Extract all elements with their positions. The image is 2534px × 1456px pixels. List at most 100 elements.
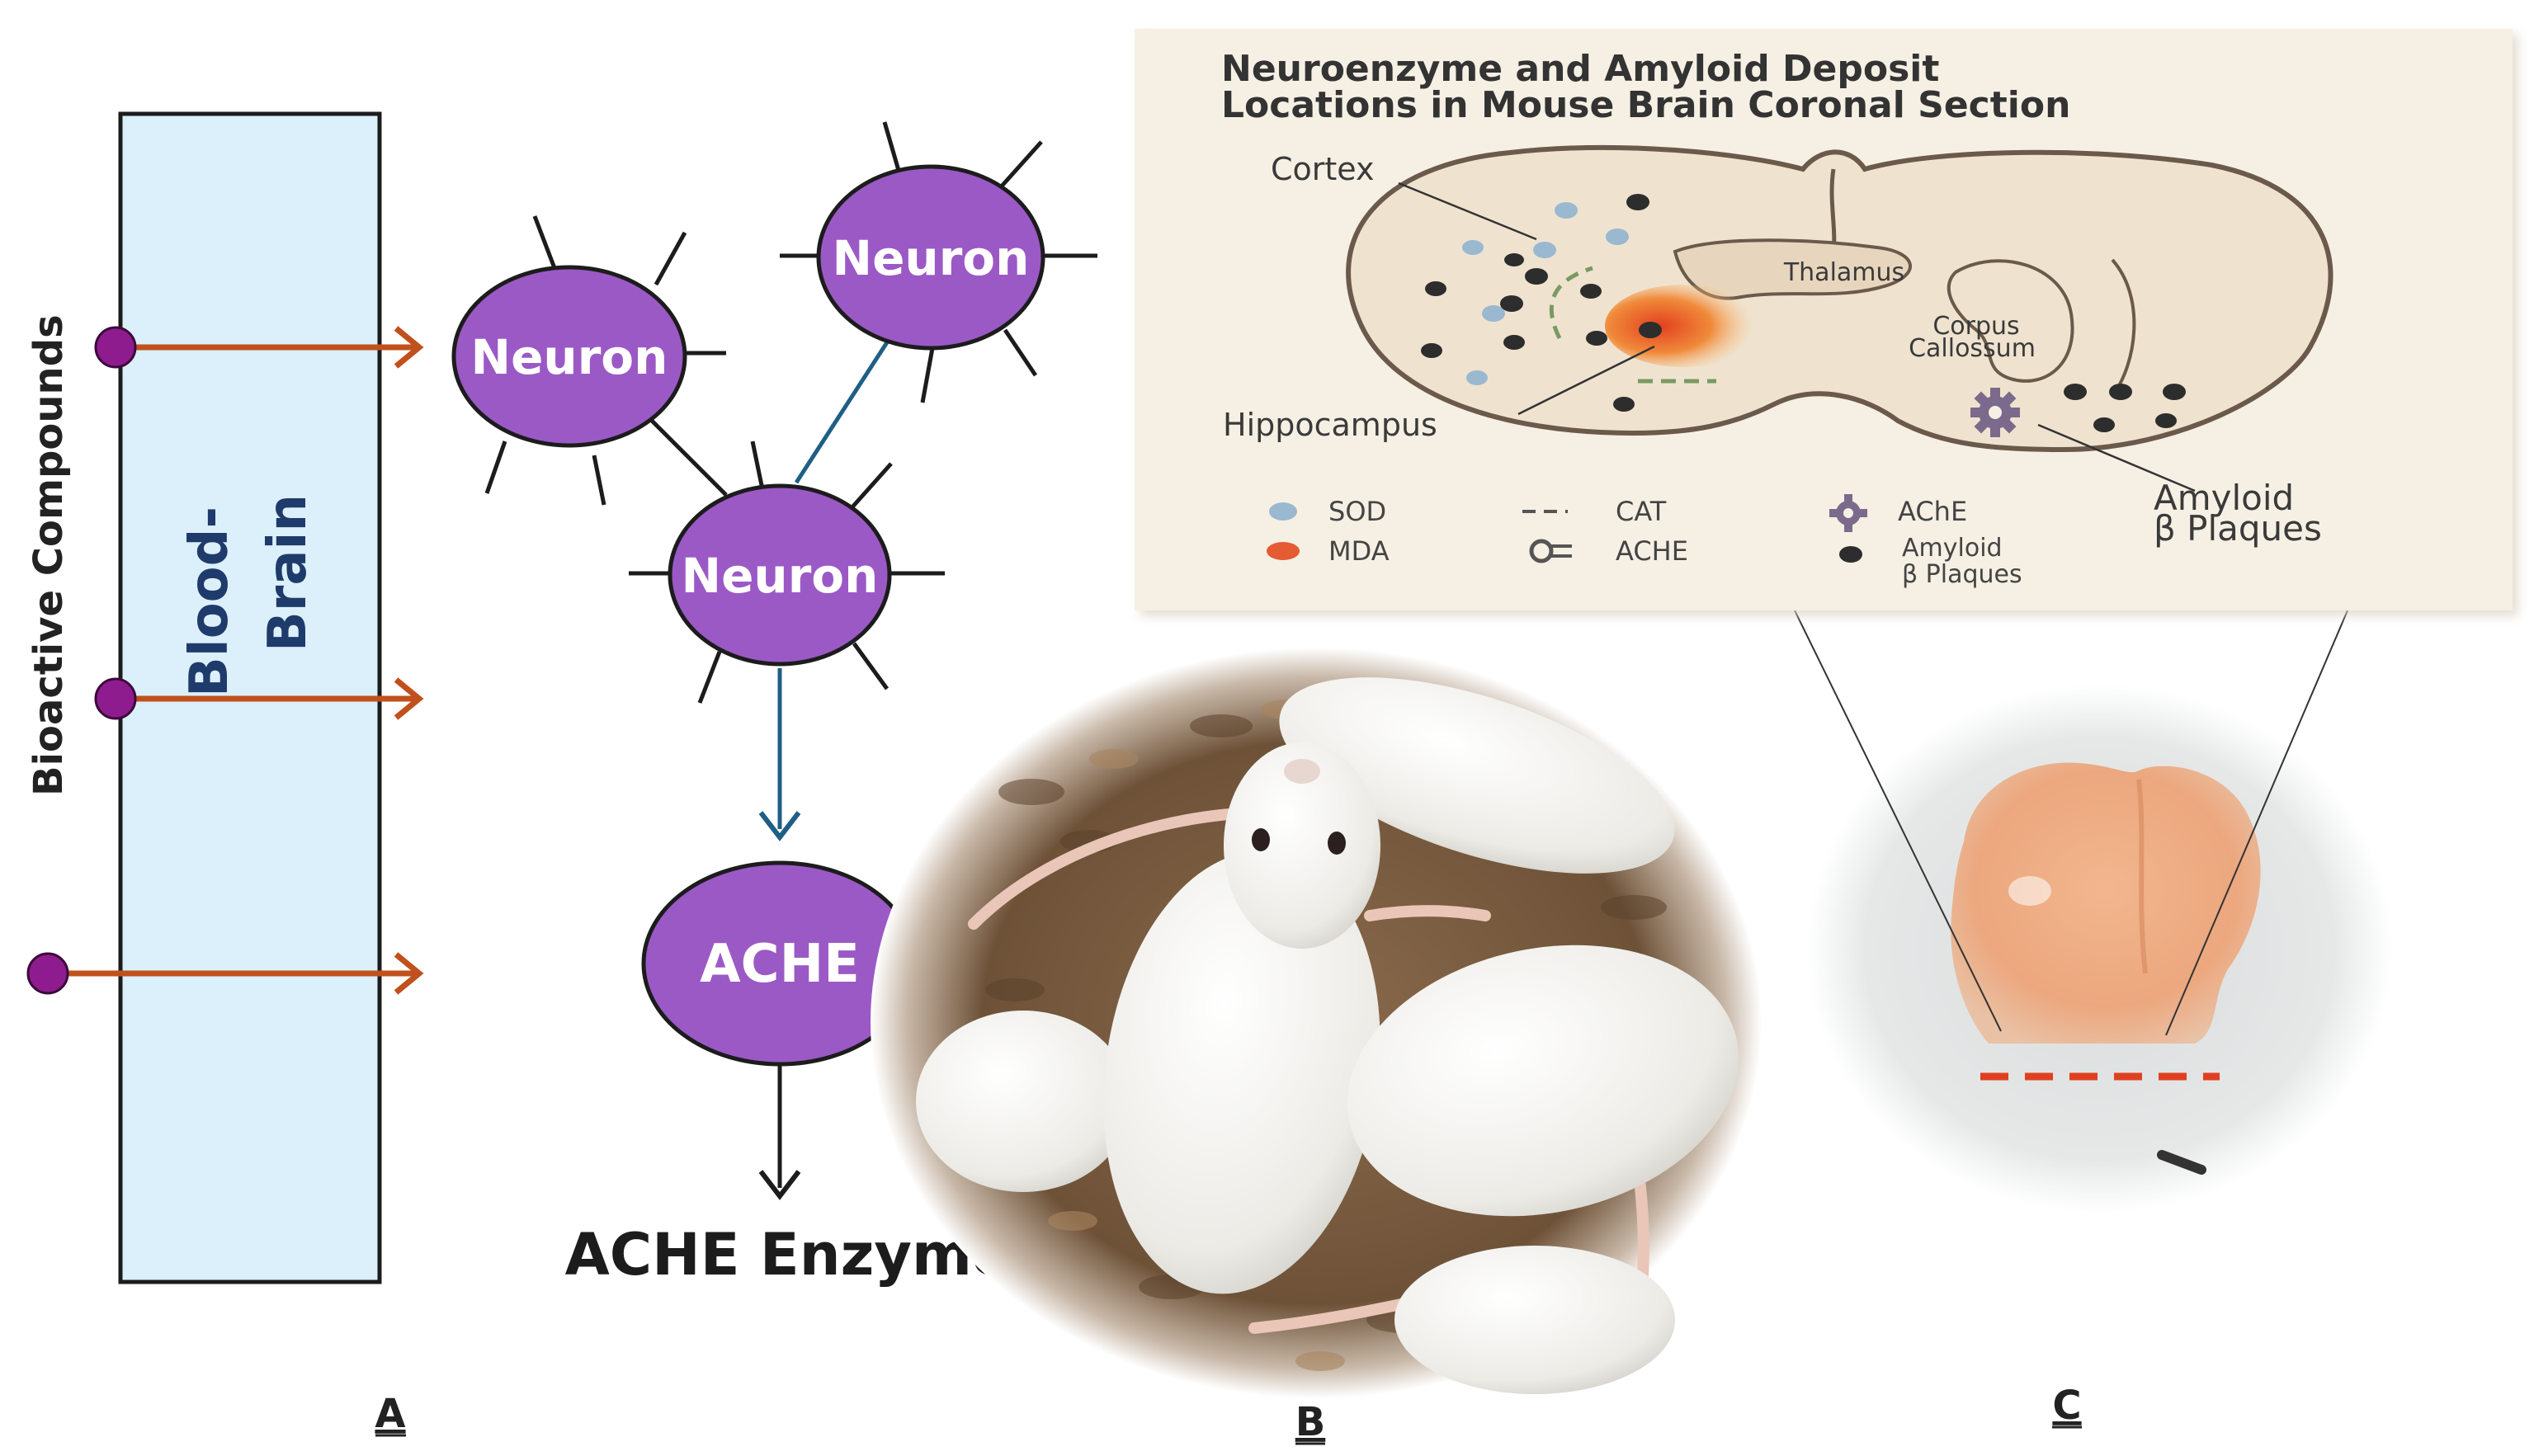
amyloid-dot [1504,253,1524,266]
sod-dot [1462,240,1484,255]
rat-eye [1252,828,1270,851]
rat-photo [871,648,1762,1398]
amyloid-dot [1421,343,1442,358]
compound-arrow-2 [94,677,424,720]
neuron-1-label: Neuron [471,329,668,385]
brain-slice-photo [1807,685,2393,1213]
mda-hotspot [1605,285,1762,367]
arrowhead [758,1170,801,1200]
amyloid-leader [2037,423,2196,492]
panel-b-letter: B [1295,1399,1326,1445]
compound-dot [94,677,137,720]
tissue-highlight [2008,876,2051,906]
sod-dot [1533,242,1556,258]
bioactive-compounds-label: Bioactive Compounds [26,314,72,796]
arrowhead [758,811,801,841]
corpus-label-line2: Callossum [1909,334,2036,363]
panel-b: B [871,648,1762,1445]
neuron-2-label: Neuron [833,230,1030,286]
rat-body [1103,851,1380,1294]
neuron-2: Neuron [780,121,1097,403]
thalamus-label: Thalamus [1783,258,1904,287]
barrier-label-line2: Brain [257,494,319,652]
legend-ache-key-label: ACHE [1616,535,1688,567]
neuron-3: Neuron [629,441,945,704]
neuron-3-label: Neuron [682,548,879,604]
compound-arrow-1 [94,326,424,369]
panel-c: C [1794,581,2393,1429]
amyloid-dot [1500,295,1523,312]
amyloid-dot [2064,384,2087,400]
amyloid-region-label-line2: β Plaques [2154,508,2322,549]
amyloid-dot [1525,268,1548,285]
ache-enzyme-label: ACHE Enzyme [565,1221,1012,1289]
amyloid-dot [1586,331,1607,346]
amyloid-dot [2163,384,2186,400]
sod-dot [1555,202,1578,219]
corpus-label-line1: Corpus [1932,312,2019,341]
hippocampus-label: Hippocampus [1223,407,1437,443]
rat-tail [968,807,1260,930]
rat-body [1347,945,1739,1217]
amyloid-dot [1580,284,1602,299]
amyloid-dot [2109,384,2132,400]
sod-dot [1466,370,1488,385]
amyloid-dot [2155,413,2177,428]
amyloid-dot [2093,417,2115,432]
ache-node: ACHE [641,860,918,1067]
rat-ear [1284,759,1320,784]
legend: SOD CAT AChE MDA ACHE [1267,494,2022,589]
cortex-leader [1398,181,1537,241]
probe [2157,1150,2206,1175]
legend-amyloid-label-line1: Amyloid [1902,534,2003,563]
compound-dot [26,952,69,995]
rat-eye [1328,832,1346,855]
amyloid-dot [1639,322,1662,338]
panel-a: Bioactive Compounds Blood- Brain [26,111,1097,1437]
neuron-connector [794,341,889,484]
inset-title-line1: Neuroenzyme and Amyloid Deposit [1221,48,1939,90]
compound-arrow-3 [26,952,424,995]
legend-mda-label: MDA [1328,535,1390,567]
legend-cat-label: CAT [1616,496,1667,527]
ache-node-label: ACHE [700,934,860,995]
inset-title-line2: Locations in Mouse Brain Coronal Section [1221,84,2070,126]
compound-dot [94,326,137,369]
amyloid-dot [1503,335,1525,350]
sod-dot [1482,305,1505,322]
zoom-line-right [2165,581,2361,1036]
brain-map-inset: Neuroenzyme and Amyloid Deposit Location… [1135,29,2518,616]
panel-a-letter: A [375,1391,405,1437]
rat-tail [1364,905,1491,921]
amyloid-dot [1425,281,1446,296]
rat-head [1224,742,1380,949]
zoom-line-left [1794,610,2002,1032]
brain-tissue [1951,762,2261,1044]
legend-ache-gear-label: AChE [1898,496,1967,527]
rat-body [1394,1246,1675,1394]
rat-body [916,1011,1130,1192]
cat-arc [1549,266,1593,340]
brain-midline [2136,779,2148,974]
legend-ache-gear-icon [1829,494,1867,532]
legend-amyloid-swatch [1839,546,1862,563]
neuron-1: Neuron [451,215,726,506]
legend-mda-swatch [1267,542,1300,560]
cortex-label: Cortex [1271,151,1375,187]
amyloid-dot [1626,194,1649,210]
hippocampus-leader [1517,345,1655,416]
ache-gear-icon [1970,388,2020,437]
panel-c-letter: C [2052,1383,2081,1429]
legend-sod-label: SOD [1328,496,1386,527]
amyloid-dot [1613,397,1635,412]
rat-body [1279,677,1675,874]
right-ventricle-line [2111,258,2136,398]
brain-coronal-section [1346,144,2333,453]
barrier-label-line1: Blood- [179,507,240,697]
amyloid-region-label-line1: Amyloid [2154,478,2294,518]
legend-amyloid-label-line2: β Plaques [1902,560,2022,589]
neuron-connector [650,419,728,497]
corpus-callossum-region [1947,259,2074,383]
legend-sod-swatch [1269,502,1297,521]
